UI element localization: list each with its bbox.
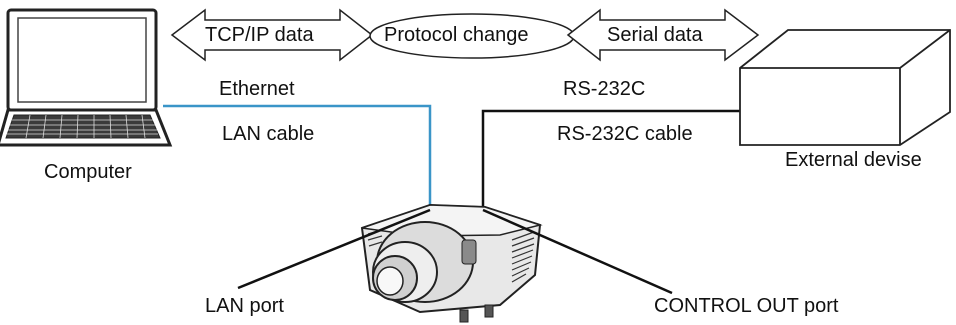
computer-label: Computer — [44, 161, 132, 183]
external-device-label: External devise — [785, 149, 922, 171]
protocol-change-label: Protocol change — [384, 24, 529, 46]
rs232c-cable-label: RS-232C cable — [557, 123, 693, 145]
projector-icon — [360, 203, 543, 323]
control-out-port-label: CONTROL OUT port — [654, 296, 838, 316]
lan-cable-line — [163, 104, 432, 210]
control-out-port-callout — [482, 208, 673, 295]
ethernet-label: Ethernet — [219, 78, 295, 100]
lan-cable-label: LAN cable — [222, 123, 315, 145]
serial-data-label: Serial data — [607, 24, 703, 46]
rs232c-cable-line — [481, 109, 753, 210]
lan-port-label: LAN port — [205, 296, 284, 316]
serial-data-arrow — [566, 8, 760, 62]
tcpip-data-label: TCP/IP data — [205, 24, 314, 46]
laptop-icon — [0, 8, 173, 147]
lan-port-callout — [237, 208, 431, 290]
lan-port-emphasis: LAN — [205, 295, 244, 317]
rs232c-label: RS-232C — [563, 78, 646, 100]
lan-port-suffix: port — [243, 295, 284, 317]
control-out-emphasis: CONTROL OUT — [654, 295, 799, 317]
external-device-icon — [739, 29, 951, 146]
control-out-suffix: port — [798, 295, 839, 317]
